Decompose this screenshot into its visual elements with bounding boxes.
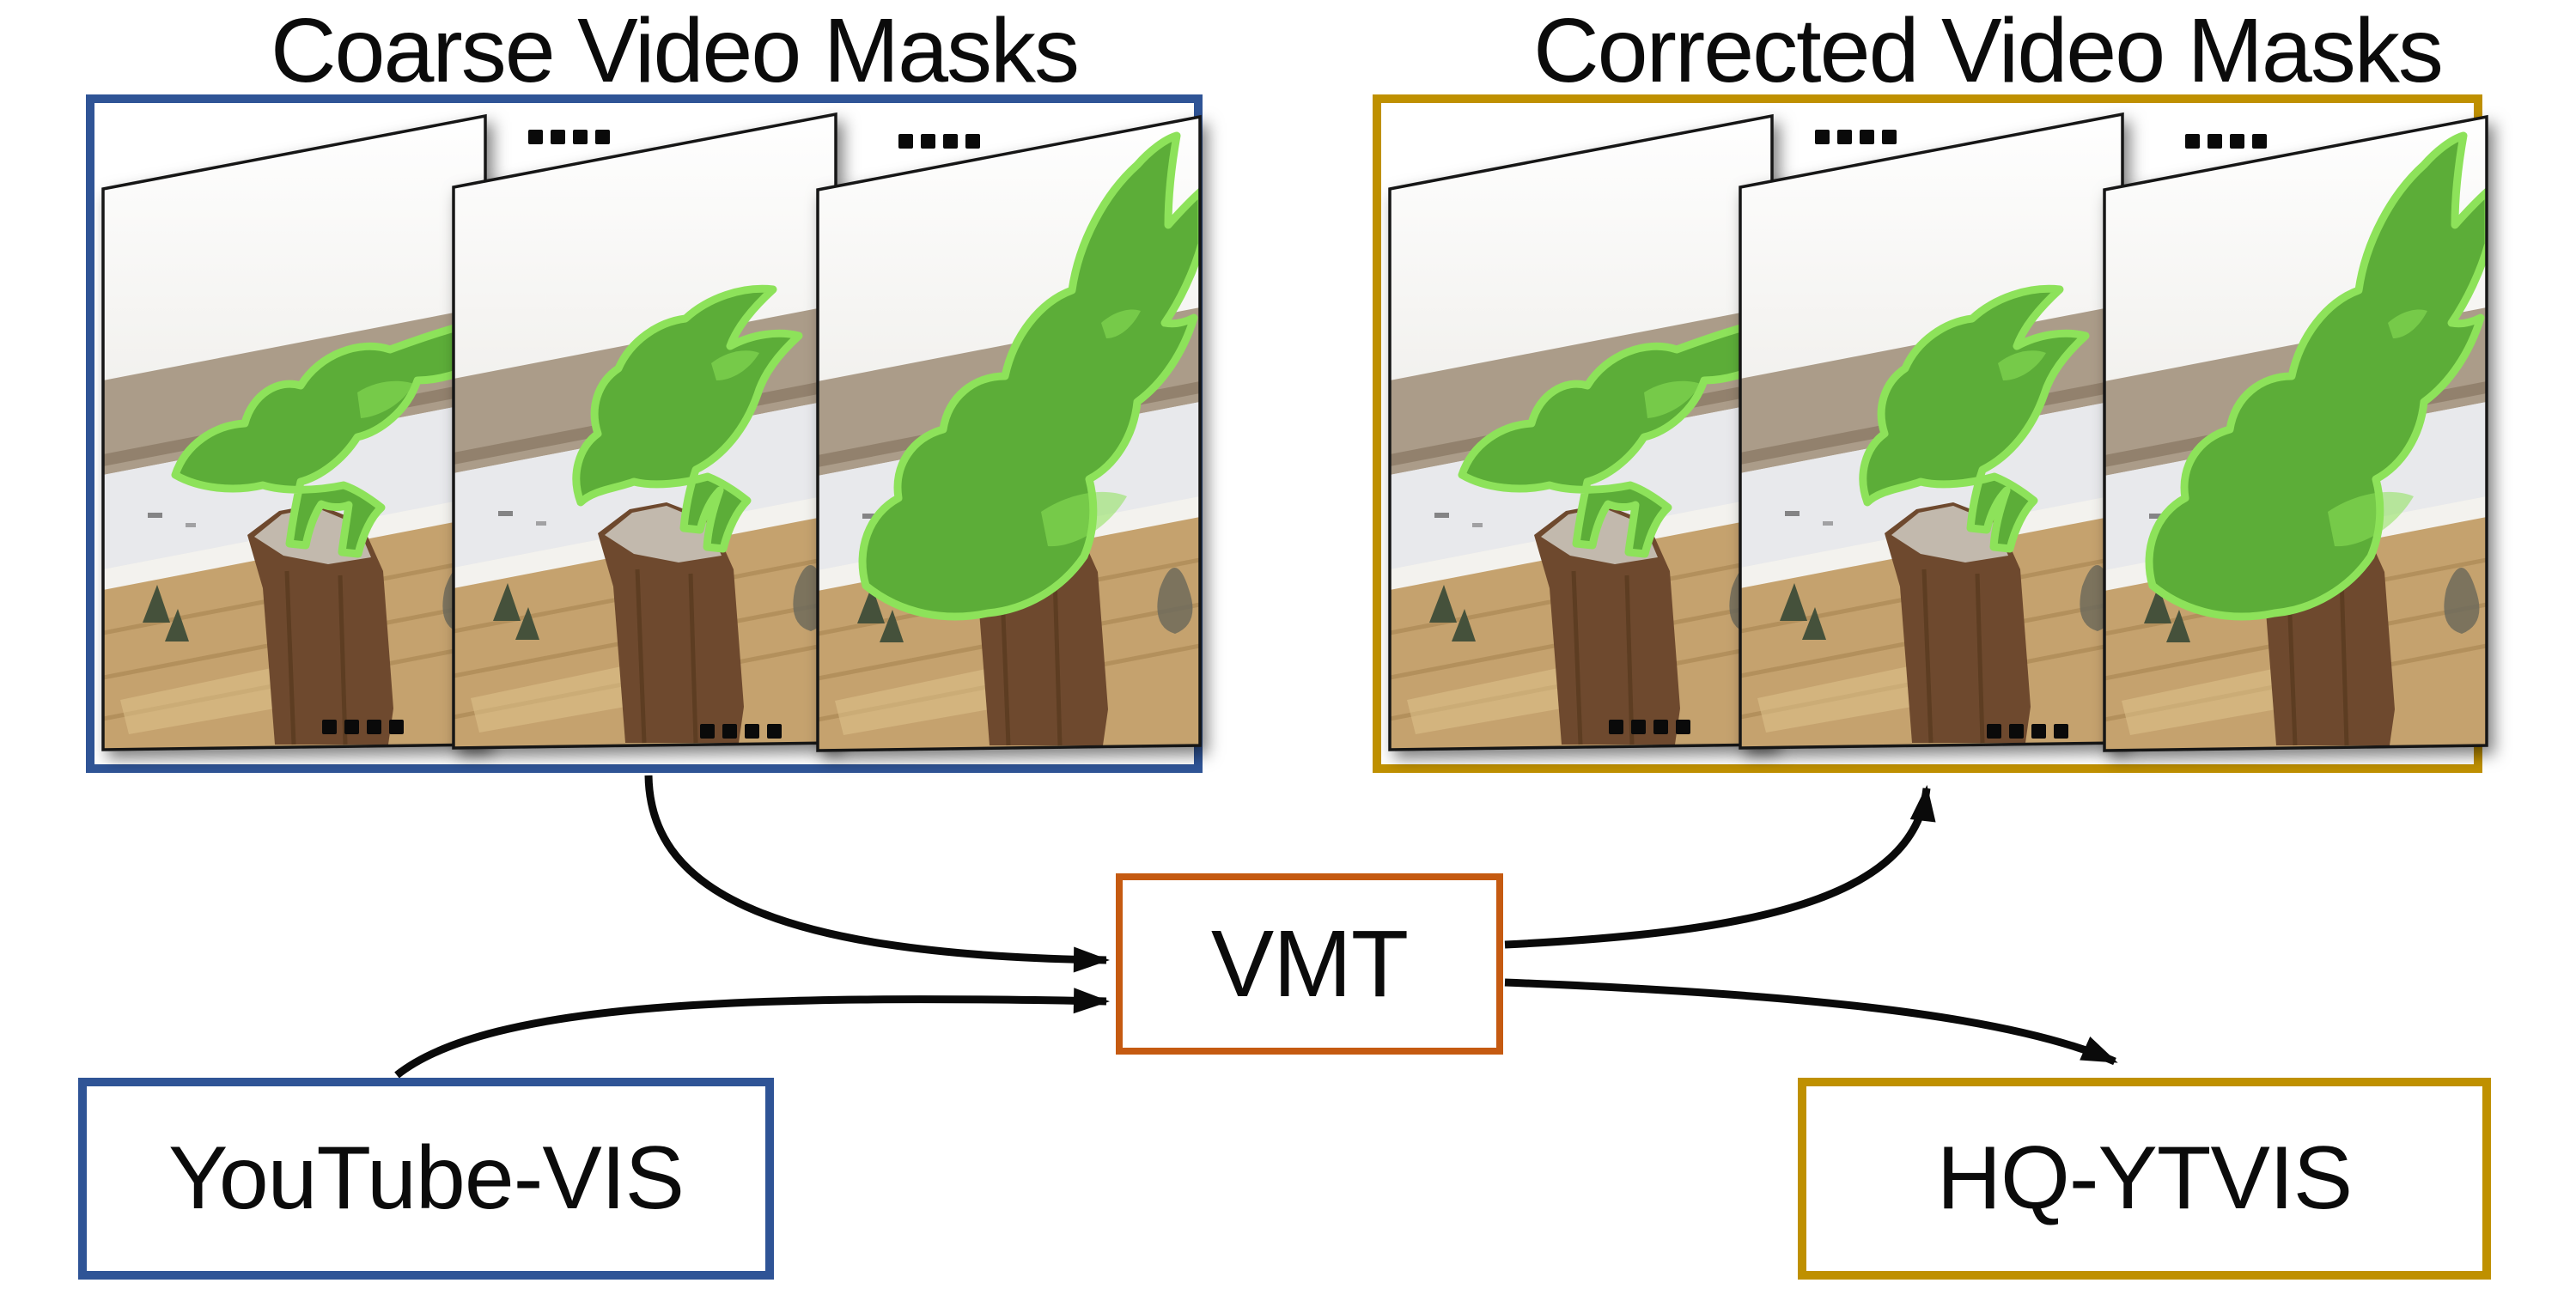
video-frame: [816, 114, 1202, 752]
frame-gap-dot: [2009, 724, 2024, 739]
hq-ytvis-label: HQ-YTVIS: [1936, 1128, 2353, 1228]
more-frames-dots-icon: [322, 720, 404, 734]
frame-gap-dot: [943, 134, 958, 149]
video-frame: [2103, 114, 2488, 752]
arrow-youtubevis-to-vmt: [394, 988, 1110, 1079]
more-frames-dots-icon: [528, 130, 610, 144]
arrow-coarse-to-vmt: [644, 775, 1110, 973]
hq-ytvis-node: HQ-YTVIS: [1798, 1078, 2491, 1280]
frame-gap-dot: [898, 134, 913, 149]
youtube-vis-node: YouTube-VIS: [78, 1078, 774, 1280]
arrow-vmt-to-corrected: [1504, 785, 1936, 949]
more-frames-dots-icon: [1609, 720, 1690, 734]
frame-gap-dot: [528, 130, 543, 144]
vmt-node: VMT: [1116, 873, 1503, 1055]
frame-gap-dot: [595, 130, 610, 144]
more-frames-dots-icon: [2185, 134, 2267, 149]
frame-gap-dot: [1676, 720, 1690, 734]
frame-gap-dot: [1882, 130, 1897, 144]
frame-gap-dot: [1987, 724, 2001, 739]
frame-gap-dot: [1631, 720, 1646, 734]
frame-gap-dot: [344, 720, 359, 734]
frame-gap-dot: [551, 130, 565, 144]
frame-gap-dot: [2054, 724, 2068, 739]
more-frames-dots-icon: [1987, 724, 2068, 739]
frame-gap-dot: [1609, 720, 1623, 734]
more-frames-dots-icon: [700, 724, 782, 739]
frame-gap-dot: [367, 720, 381, 734]
video-frame: [1739, 112, 2124, 750]
frame-gap-dot: [2252, 134, 2267, 149]
frame-gap-dot: [2185, 134, 2200, 149]
frame-gap-dot: [745, 724, 759, 739]
more-frames-dots-icon: [1815, 130, 1897, 144]
frame-gap-dot: [2230, 134, 2244, 149]
video-frame: [452, 112, 837, 750]
frame-gap-dot: [389, 720, 404, 734]
video-frame: [1388, 113, 1774, 751]
more-frames-dots-icon: [898, 134, 980, 149]
vmt-label: VMT: [1210, 911, 1409, 1017]
frame-gap-dot: [1653, 720, 1668, 734]
frame-gap-dot: [767, 724, 782, 739]
arrow-vmt-to-hqytvis: [1504, 978, 2118, 1066]
frame-gap-dot: [1860, 130, 1874, 144]
frame-gap-dot: [322, 720, 337, 734]
youtube-vis-label: YouTube-VIS: [168, 1128, 685, 1228]
frame-gap-dot: [2031, 724, 2046, 739]
video-frame: [101, 113, 487, 751]
coarse-panel-title: Coarse Video Masks: [270, 0, 1080, 101]
corrected-panel-title: Corrected Video Masks: [1533, 0, 2444, 101]
frame-gap-dot: [722, 724, 737, 739]
frame-gap-dot: [1815, 130, 1830, 144]
frame-gap-dot: [1837, 130, 1852, 144]
frame-gap-dot: [921, 134, 935, 149]
corrected-frame-stack: [1373, 94, 2489, 773]
frame-gap-dot: [965, 134, 980, 149]
frame-gap-dot: [700, 724, 715, 739]
coarse-frame-stack: [86, 94, 1203, 773]
frame-gap-dot: [2208, 134, 2222, 149]
frame-gap-dot: [573, 130, 588, 144]
